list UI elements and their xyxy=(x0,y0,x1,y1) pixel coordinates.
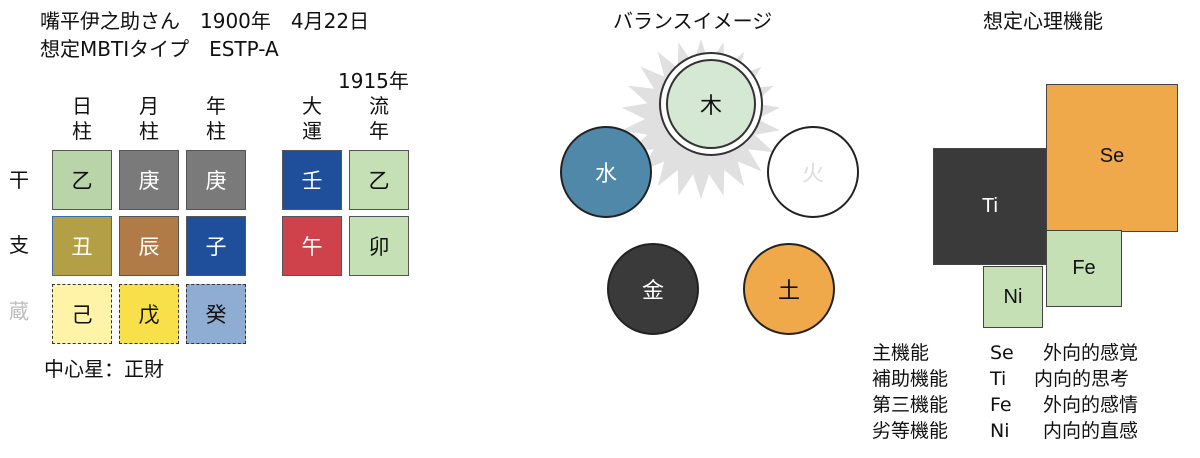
branch-cell-flow-year: 卯 xyxy=(349,216,409,276)
function-desc-auxiliary: 内向的思考 xyxy=(1034,368,1130,390)
stem-cell-flow-year: 乙 xyxy=(349,150,409,210)
function-code-inferior: Ni xyxy=(990,420,1010,442)
function-box-fe: Fe xyxy=(1046,230,1122,307)
stem-cell-year: 庚 xyxy=(186,150,246,210)
function-box-ni: Ni xyxy=(983,266,1043,328)
function-code-dominant: Se xyxy=(990,342,1014,364)
row-label-stem: 干 xyxy=(9,168,29,192)
profile-name-date: 嘴平伊之助さん 1900年 4月22日 xyxy=(40,9,370,33)
column-label-day-pillar: 日 柱 xyxy=(72,94,92,143)
balance-title: バランスイメージ xyxy=(613,9,773,33)
element-circle-metal: 金 xyxy=(607,243,699,335)
element-circle-water: 水 xyxy=(560,126,652,218)
stem-cell-day: 乙 xyxy=(52,150,112,210)
function-desc-inferior: 内向的直感 xyxy=(1043,420,1139,442)
element-circle-wood: 木 xyxy=(666,59,756,149)
element-circle-earth: 土 xyxy=(743,243,835,335)
function-code-tertiary: Fe xyxy=(990,394,1012,416)
column-label-flow-year: 流 年 xyxy=(369,94,389,143)
branch-cell-month: 辰 xyxy=(119,216,179,276)
column-label-year-pillar: 年 柱 xyxy=(206,94,226,143)
function-code-auxiliary: Ti xyxy=(990,368,1007,390)
function-desc-tertiary: 外向的感情 xyxy=(1043,394,1139,416)
column-label-major-luck: 大 運 xyxy=(302,94,322,143)
element-circle-fire: 火 xyxy=(767,126,859,218)
row-label-hidden: 蔵 xyxy=(9,299,29,323)
function-role-auxiliary: 補助機能 xyxy=(872,368,949,390)
function-box-ti: Ti xyxy=(933,148,1047,265)
branch-cell-year: 子 xyxy=(186,216,246,276)
stem-cell-month: 庚 xyxy=(119,150,179,210)
function-role-dominant: 主機能 xyxy=(872,342,930,364)
function-role-inferior: 劣等機能 xyxy=(872,420,949,442)
function-box-se: Se xyxy=(1046,84,1178,232)
branch-cell-day: 丑 xyxy=(52,216,112,276)
branch-cell-major-luck: 午 xyxy=(282,216,342,276)
hidden-stem-cell-day: 己 xyxy=(52,284,112,344)
function-role-tertiary: 第三機能 xyxy=(872,394,949,416)
hidden-stem-cell-month: 戊 xyxy=(119,284,179,344)
stem-cell-major-luck: 壬 xyxy=(282,150,342,210)
function-desc-dominant: 外向的感覚 xyxy=(1043,342,1139,364)
hidden-stem-cell-year: 癸 xyxy=(186,284,246,344)
flow-year-label: 1915年 xyxy=(338,69,409,93)
main-star-label: 中心星：正財 xyxy=(44,357,164,381)
wood-ring: 木 xyxy=(659,52,763,156)
profile-mbti-type: 想定MBTIタイプ ESTP-A xyxy=(40,37,279,61)
functions-title: 想定心理機能 xyxy=(983,9,1103,33)
column-label-month-pillar: 月 柱 xyxy=(139,94,159,143)
row-label-branch: 支 xyxy=(9,233,29,257)
